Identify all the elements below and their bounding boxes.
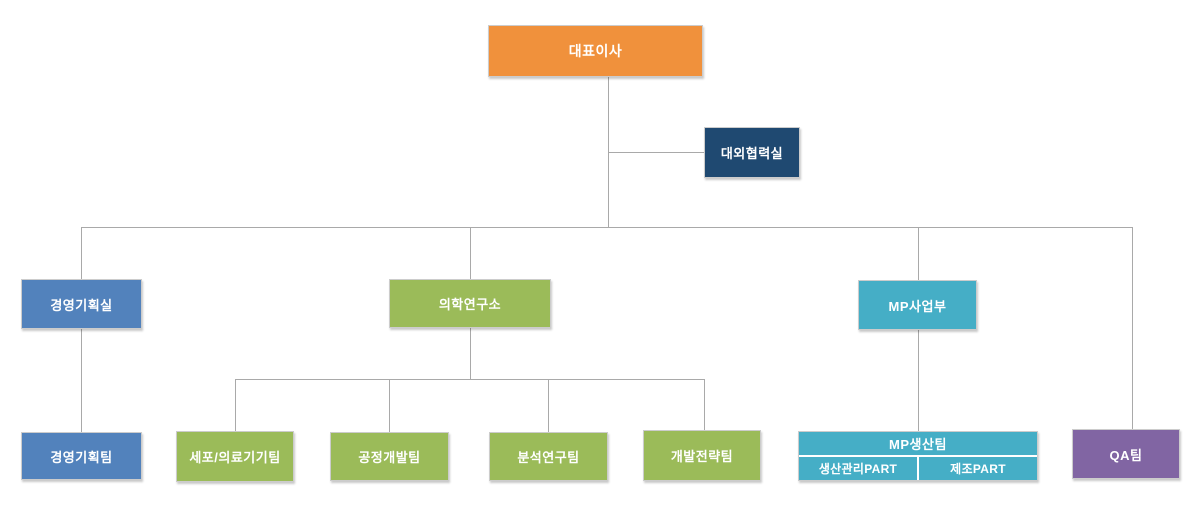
mp-production-team-parts: 생산관리PART 제조PART (799, 457, 1037, 480)
connector-drop-planning-office (81, 227, 82, 279)
connector-research-to-subline (470, 328, 471, 379)
org-node-mp-production-team: MP생산팀 생산관리PART 제조PART (798, 431, 1038, 481)
connector-drop-process-team (389, 379, 390, 432)
org-node-analysis-research-team: 분석연구팀 (489, 432, 608, 481)
connector-main-horizontal (81, 227, 1132, 228)
connector-research-sub-horizontal (235, 379, 704, 380)
org-node-external-cooperation-office: 대외협력실 (704, 127, 800, 178)
connector-drop-research-institute (470, 227, 471, 279)
connector-planning-to-team (81, 329, 82, 432)
org-node-development-strategy-team: 개발전략팀 (643, 430, 761, 481)
connector-external-branch (608, 152, 705, 153)
org-node-management-planning-team: 경영기획팀 (21, 432, 142, 480)
org-node-cell-medical-device-team: 세포/의료기기팀 (176, 431, 294, 482)
org-node-medical-research-institute: 의학연구소 (389, 279, 551, 328)
connector-drop-mp-division (918, 227, 919, 281)
connector-drop-analysis-team (548, 379, 549, 432)
connector-drop-cell-team (235, 379, 236, 431)
org-node-management-planning-office: 경영기획실 (21, 279, 142, 329)
org-node-process-development-team: 공정개발팀 (330, 432, 449, 481)
org-cell-production-management-part: 생산관리PART (799, 457, 917, 480)
org-cell-manufacturing-part: 제조PART (919, 457, 1037, 480)
connector-drop-strategy-team (704, 379, 705, 430)
org-node-ceo: 대표이사 (488, 25, 703, 77)
connector-mp-to-production (918, 330, 919, 431)
connector-drop-qa-team (1132, 227, 1133, 429)
org-node-mp-division: MP사업부 (858, 280, 977, 330)
mp-production-team-header: MP생산팀 (799, 432, 1037, 455)
org-node-qa-team: QA팀 (1072, 429, 1180, 479)
